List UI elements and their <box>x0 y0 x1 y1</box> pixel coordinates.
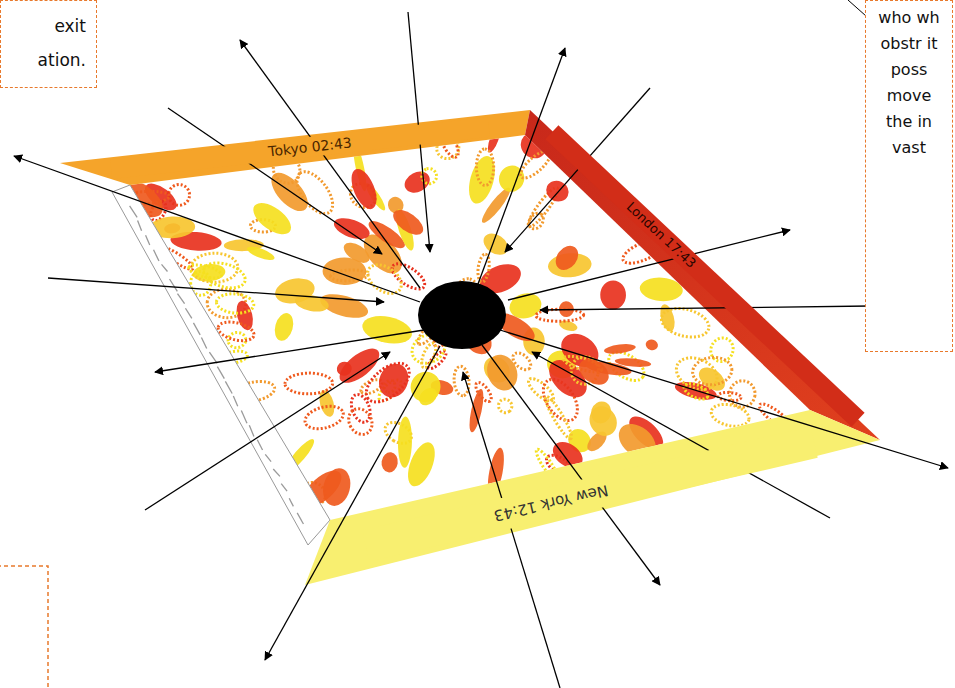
texture-blob <box>216 292 255 314</box>
callout-box: who wh obstr it poss move the in vast <box>865 0 953 352</box>
band-mark <box>177 294 184 304</box>
texture-blob <box>584 401 622 440</box>
callout-text: exit ation. <box>31 9 86 77</box>
band-mark <box>217 367 224 379</box>
flow-arrow <box>478 48 565 284</box>
texture-blob <box>707 334 737 365</box>
texture-blob <box>453 366 470 397</box>
texture-blob <box>330 269 368 282</box>
texture-blob <box>303 403 346 433</box>
band-mark <box>138 221 142 231</box>
texture-blob <box>496 396 515 415</box>
texture-blob <box>473 380 494 404</box>
band-mark <box>297 513 303 524</box>
city-band: London 17:43 <box>545 125 864 426</box>
flow-arrow <box>240 40 420 288</box>
flow-arrow <box>155 330 424 372</box>
texture-blob <box>360 312 415 348</box>
band-mark <box>273 469 280 476</box>
texture-blob <box>344 404 377 438</box>
city-time: Tokyo 02:43 <box>267 134 352 159</box>
flow-arrow <box>48 278 384 302</box>
band-mark <box>241 411 247 424</box>
texture-blob <box>464 153 499 206</box>
flow-arrow <box>168 108 382 254</box>
band-mark <box>201 337 206 348</box>
city-band: Tokyo 02:43 <box>110 117 490 179</box>
city-time: New York 12:43 <box>492 481 610 525</box>
texture-blob <box>551 241 583 274</box>
texture-blob <box>331 214 372 243</box>
flow-arrow <box>145 352 390 510</box>
texture-blob <box>362 259 406 299</box>
texture-blob <box>389 205 427 240</box>
texture-blob <box>380 451 399 473</box>
texture-blob <box>658 303 678 333</box>
texture-blob <box>227 331 246 348</box>
flow-arrow <box>265 346 440 660</box>
callout-text: who wh obstr it poss move the in vast <box>872 5 946 161</box>
texture-blob <box>600 280 626 309</box>
band-mark <box>162 264 168 271</box>
band-mark <box>185 308 191 318</box>
callout-box: exit ation. <box>0 0 97 88</box>
texture-blob <box>273 275 317 307</box>
leader-line <box>848 0 866 16</box>
texture-blob <box>526 211 546 232</box>
texture-blob <box>476 149 493 186</box>
texture-blob <box>346 165 381 212</box>
left-band-marks <box>130 206 304 524</box>
texture-blob <box>644 338 659 351</box>
texture-blob <box>334 342 385 389</box>
texture-blob <box>188 262 223 280</box>
band-mark <box>193 323 200 335</box>
texture-blob <box>401 168 433 197</box>
band-mark <box>249 425 254 436</box>
band-mark <box>209 352 217 363</box>
texture-blob <box>245 244 276 263</box>
band-mark <box>170 279 178 291</box>
texture-blob <box>691 355 733 387</box>
texture-blob <box>319 465 354 509</box>
band-mark <box>233 396 237 406</box>
texture-blob <box>285 373 333 394</box>
band-mark <box>257 440 262 450</box>
city-time: London 17:43 <box>624 199 699 271</box>
texture-blob <box>348 392 374 425</box>
left-band <box>112 185 330 545</box>
texture-blob <box>397 416 412 468</box>
band-mark <box>289 498 293 506</box>
flow-arrow <box>540 306 870 310</box>
texture-blob <box>671 352 722 396</box>
texture-blob <box>682 380 711 402</box>
texture-blob <box>248 197 296 241</box>
texture-blob <box>388 259 428 294</box>
band-mark <box>154 250 159 261</box>
city-band: New York 12:43 <box>362 427 817 562</box>
texture-blob <box>542 394 575 441</box>
texture-blob <box>374 359 413 402</box>
band-mark <box>265 454 271 461</box>
texture-blob <box>272 311 296 343</box>
band-mark <box>225 381 232 393</box>
tokyo-band-shape <box>60 110 530 185</box>
texture-blob <box>658 304 711 342</box>
flow-arrow <box>14 156 420 302</box>
centre-hole <box>418 281 506 349</box>
flow-arrows <box>14 12 948 688</box>
texture-blob <box>201 259 248 293</box>
flow-arrow <box>482 345 660 585</box>
texture-blob <box>480 229 512 259</box>
empty-callout <box>0 566 48 688</box>
band-mark <box>146 235 150 245</box>
flow-arrow <box>508 230 790 300</box>
texture-blob <box>603 343 636 356</box>
band-mark <box>130 206 138 217</box>
london-band-shape <box>525 110 880 440</box>
band-mark <box>281 484 287 492</box>
